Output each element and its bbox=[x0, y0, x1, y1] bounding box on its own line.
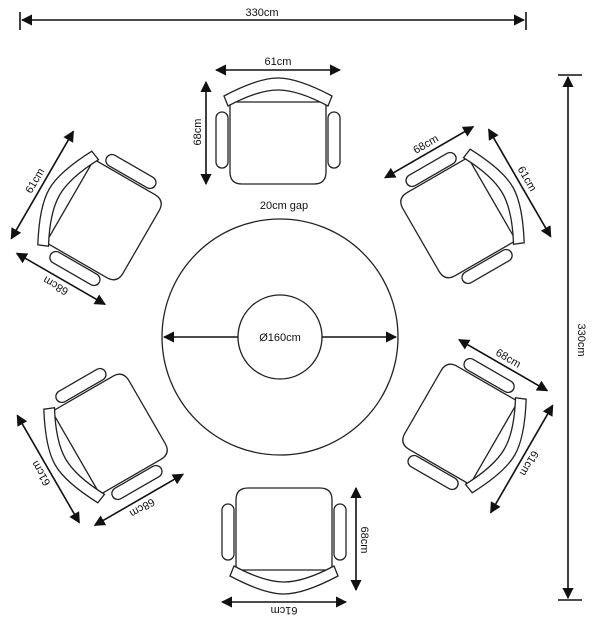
overall-depth-dimension: 330cm bbox=[558, 74, 587, 601]
overall-width-dimension: 330cm bbox=[19, 7, 527, 30]
gap-label: 20cm gap bbox=[260, 200, 308, 212]
chair-lower-left: 61cm 68cm bbox=[16, 357, 185, 527]
chair-bottom: 61cm 68cm bbox=[220, 486, 370, 616]
chair-top: 61cm 68cm bbox=[192, 56, 342, 186]
chair-width-label: 61cm bbox=[265, 56, 292, 68]
chair-depth-label: 68cm bbox=[358, 527, 370, 554]
overall-depth-label: 330cm bbox=[575, 323, 587, 356]
chair-width-label: 61cm bbox=[271, 604, 298, 616]
chair-lower-right: 61cm 68cm bbox=[391, 338, 554, 514]
round-table: Ø160cm 20cm gap bbox=[161, 200, 399, 456]
chair-depth-label: 68cm bbox=[192, 119, 204, 146]
overall-width-label: 330cm bbox=[245, 7, 278, 19]
table-diameter-label: Ø160cm bbox=[259, 332, 301, 344]
chair-upper-left: 61cm 68cm bbox=[10, 130, 173, 306]
chair-upper-right: 61cm 68cm bbox=[383, 125, 552, 295]
